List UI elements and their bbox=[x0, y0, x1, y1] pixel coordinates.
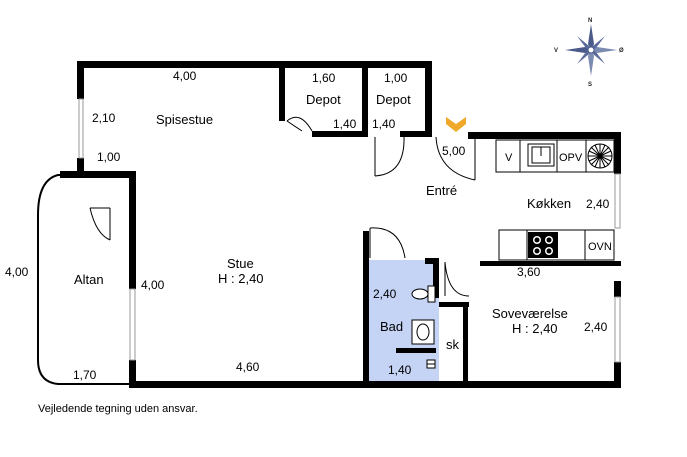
compass-icon: N S V Ø bbox=[554, 18, 624, 88]
dim-stue-width: 4,60 bbox=[236, 360, 260, 374]
compass-v: V bbox=[554, 48, 558, 54]
sovevaerelse-height: H : 2,40 bbox=[512, 321, 558, 336]
dim-depot-left-width: 1,60 bbox=[312, 71, 336, 85]
stove-icon bbox=[528, 232, 558, 258]
balcony-outline bbox=[37, 174, 130, 385]
room-sovevaerelse: Soveværelse bbox=[492, 306, 568, 321]
room-altan: Altan bbox=[74, 272, 104, 287]
room-kokken: Køkken bbox=[527, 196, 571, 211]
dim-sovevaerelse-width: 3,60 bbox=[517, 265, 541, 279]
entrance-arrow-icon bbox=[446, 117, 466, 132]
room-spisestue: Spisestue bbox=[156, 112, 213, 127]
dim-depot-right-width: 1,00 bbox=[384, 71, 408, 85]
dim-altan-length: 4,00 bbox=[5, 265, 29, 279]
kitchen-v: V bbox=[505, 152, 513, 164]
compass-s: S bbox=[588, 82, 592, 88]
room-sk: sk bbox=[446, 337, 460, 352]
extractor-fan-icon bbox=[587, 143, 613, 169]
dim-spisestue-width: 4,00 bbox=[173, 69, 197, 83]
dim-entre-width: 5,00 bbox=[442, 144, 466, 158]
dim-altan-width: 1,70 bbox=[73, 368, 97, 382]
disclaimer-text: Vejledende tegning uden ansvar. bbox=[38, 403, 198, 415]
dim-bad-width: 1,40 bbox=[388, 363, 412, 377]
drain-icon bbox=[426, 359, 436, 369]
room-depot-right: Depot bbox=[376, 92, 411, 107]
toilet-icon bbox=[411, 285, 436, 303]
room-stue: Stue bbox=[227, 256, 254, 271]
dim-kokken-depth: 2,40 bbox=[586, 197, 610, 211]
sink-icon bbox=[411, 319, 435, 345]
room-entre: Entré bbox=[426, 183, 457, 198]
dim-depot-right-depth: 1,40 bbox=[372, 117, 396, 131]
doors bbox=[89, 116, 476, 380]
kitchen-lower-counter bbox=[498, 229, 615, 261]
room-bad: Bad bbox=[380, 319, 403, 334]
kitchen-ovn: OVN bbox=[588, 241, 612, 253]
dim-spisestue-depth: 1,00 bbox=[97, 150, 121, 164]
compass-o: Ø bbox=[619, 48, 624, 54]
windows bbox=[78, 98, 621, 363]
compass-n: N bbox=[588, 18, 592, 24]
dim-depot-left-depth: 1,40 bbox=[333, 117, 357, 131]
walls bbox=[60, 61, 621, 388]
room-depot-left: Depot bbox=[306, 92, 341, 107]
dim-bad-depth: 2,40 bbox=[373, 287, 397, 301]
kitchen-opv: OPV bbox=[559, 152, 583, 164]
dim-spisestue-window: 2,10 bbox=[92, 111, 116, 125]
dim-stue-depth: 4,00 bbox=[141, 278, 165, 292]
stue-height: H : 2,40 bbox=[218, 271, 264, 286]
dim-sovevaerelse-depth: 2,40 bbox=[584, 320, 608, 334]
kitchen-upper-counter bbox=[495, 139, 615, 173]
